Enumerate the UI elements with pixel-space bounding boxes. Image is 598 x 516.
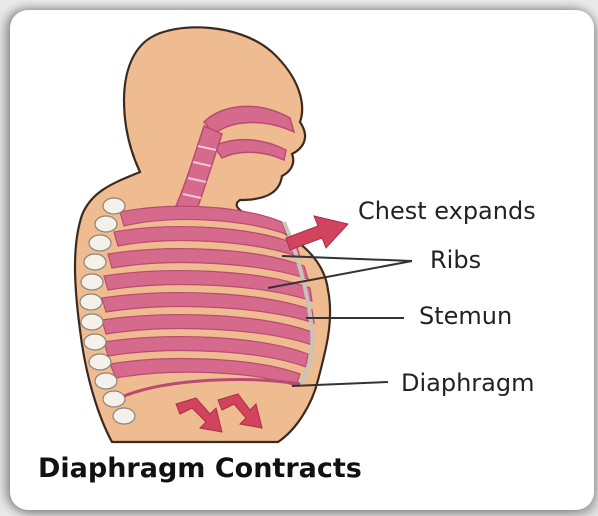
chest-expands-arrow [286, 216, 348, 250]
label-chest-expands: Chest expands [358, 197, 536, 225]
caption: Diaphragm Contracts [38, 453, 362, 485]
label-diaphragm: Diaphragm [401, 369, 535, 397]
label-stemun: Stemun [419, 302, 512, 330]
label-ribs: Ribs [430, 246, 481, 274]
